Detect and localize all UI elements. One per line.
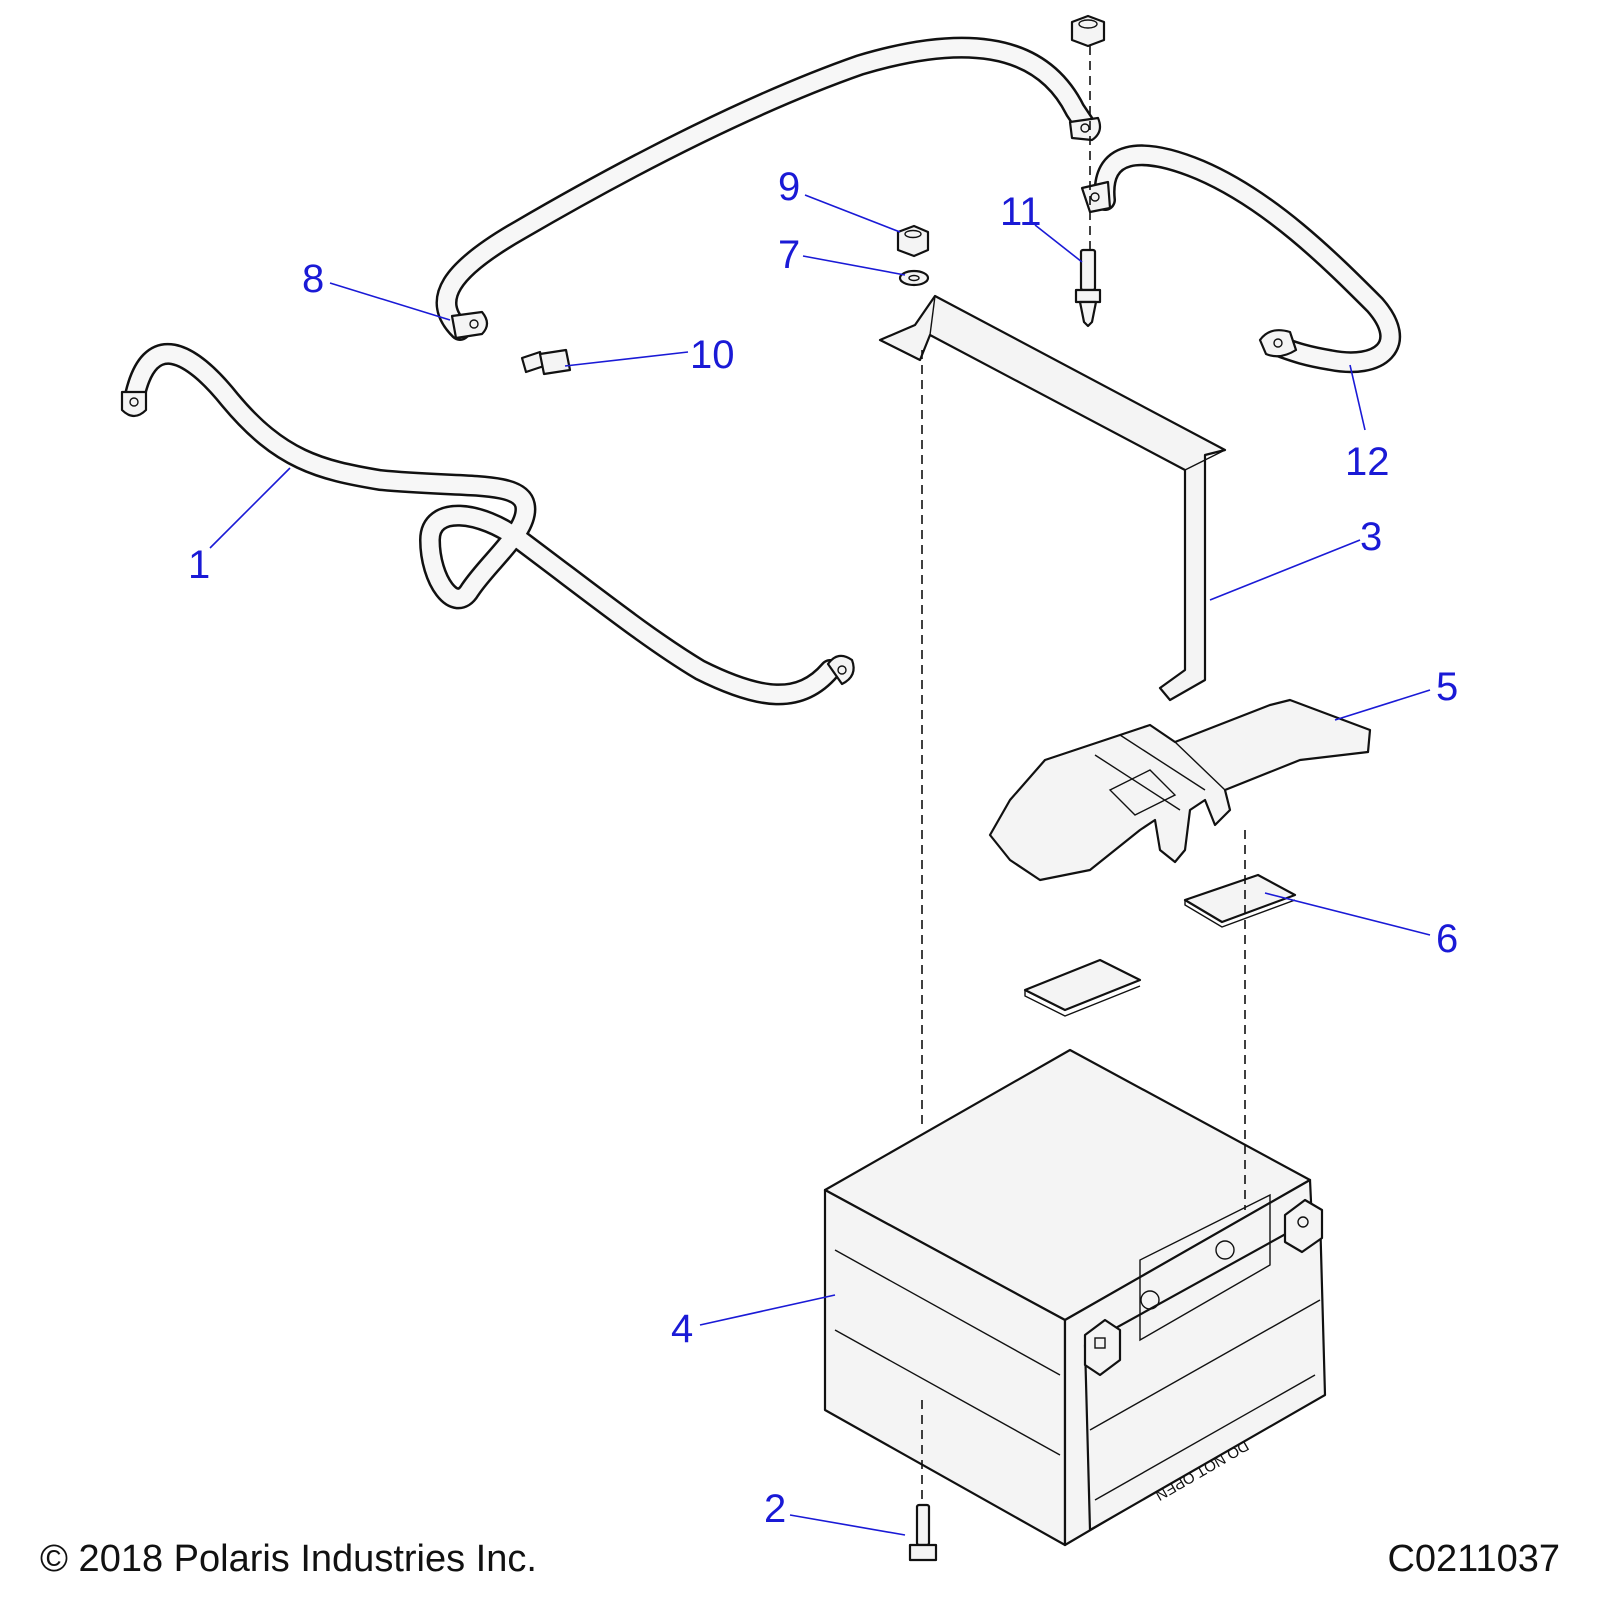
battery-bracket-5 [988, 698, 1372, 882]
callout-4: 4 [671, 1307, 693, 1351]
battery-cable-8 [435, 36, 1102, 341]
pad-lower [1023, 958, 1142, 1017]
callout-7: 7 [778, 233, 800, 277]
callout-11: 11 [1000, 190, 1042, 234]
bolt-2 [908, 1503, 938, 1562]
pad-6 [1183, 873, 1297, 928]
callout-9: 9 [778, 165, 800, 209]
callout-2: 2 [764, 1487, 786, 1531]
callout-12: 12 [1345, 440, 1390, 484]
flange-nut-9 [896, 224, 930, 258]
top-nut [1070, 14, 1106, 48]
callout-1: 1 [188, 543, 210, 587]
bolt-10 [520, 348, 572, 376]
callout-8: 8 [302, 257, 324, 301]
battery-cable-1 [120, 342, 855, 706]
battery-4: DO NOT OPEN [823, 1048, 1327, 1547]
callout-5: 5 [1436, 665, 1458, 709]
callout-numbers: 1 2 3 4 5 6 7 8 9 10 11 12 [188, 165, 1458, 1531]
stud-bolt-11 [1074, 248, 1102, 328]
leader-lines [209, 194, 1431, 1536]
callout-10: 10 [690, 333, 735, 377]
copyright-notice: © 2018 Polaris Industries Inc. [40, 1538, 537, 1580]
battery-cable-12 [1080, 144, 1401, 374]
hold-down-strap-3 [878, 294, 1227, 702]
callout-6: 6 [1436, 917, 1458, 961]
callout-3: 3 [1360, 515, 1382, 559]
washer-7 [898, 269, 930, 287]
assembly-lines [921, 46, 1246, 1505]
drawing-code: C0211037 [1387, 1538, 1560, 1580]
